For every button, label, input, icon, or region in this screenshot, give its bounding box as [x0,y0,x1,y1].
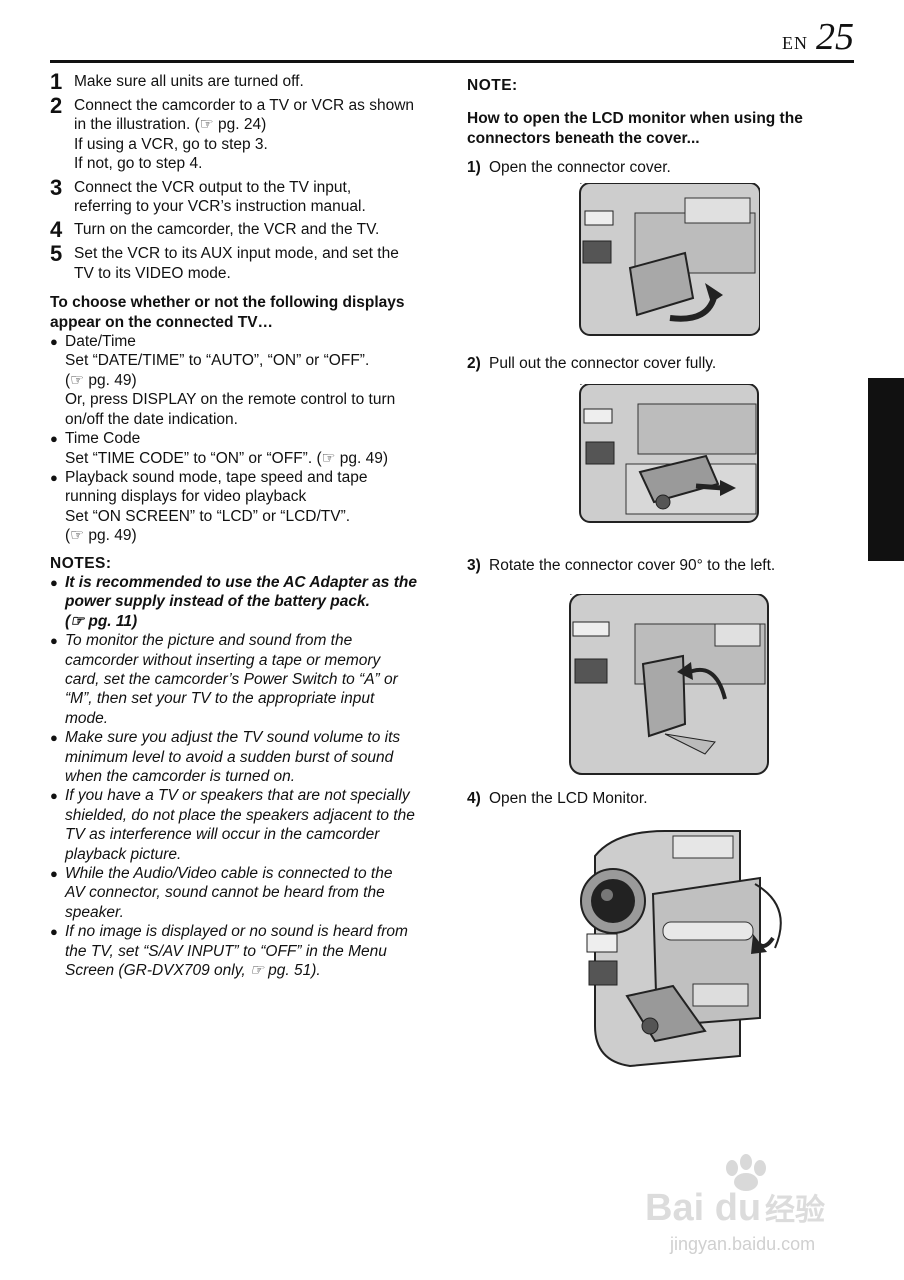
language-label: EN [782,33,808,53]
display-item: ● Date/Time Set “DATE/TIME” to “AUTO”, “… [50,333,396,428]
step-4: 4 Turn on the camcorder, the VCR and the… [50,217,440,243]
bullet-icon: ● [50,334,58,350]
note-heading: NOTE: [467,77,518,94]
step-5: 5 Set the VCR to its AUX input mode, and… [50,241,440,283]
watermark-url: jingyan.baidu.com [669,1234,815,1254]
baidu-watermark: Bai du 经验 jingyan.baidu.com [645,1154,825,1254]
step-line: Connect the VCR output to the TV input, [74,178,352,196]
bullet-icon: ● [50,924,58,940]
bullet-icon: ● [50,469,58,485]
bullet-icon: ● [50,730,58,746]
step-text: Make sure all units are turned off. [74,73,304,90]
step-number: 1 [50,69,63,94]
note-item: ● While the Audio/Video cable is connect… [50,865,393,921]
notes-heading: NOTES: [50,554,112,572]
step-line: Set the VCR to its AUX input mode, and s… [74,245,399,263]
step-line: TV to its VIDEO mode. [74,264,231,282]
display-item: ● Time Code Set “TIME CODE” to “ON” or “… [50,430,389,467]
step-number: 4 [50,217,63,243]
note-subheading: How to open the LCD monitor when using t… [467,110,803,147]
note-item: ● To monitor the picture and sound from … [50,632,398,727]
left-column: 1 Make sure all units are turned off. 2 … [50,69,440,980]
step-1: 1 Make sure all units are turned off. [50,69,440,94]
step-line: Connect the camcorder to a TV or VCR as … [74,97,415,114]
note-item: ● If you have a TV or speakers that are … [50,787,415,863]
page-header: EN 25 [782,18,854,56]
connector-cover-rotated-illustration [569,594,769,775]
bullet-icon: ● [50,431,58,447]
lcd-monitor-open-illustration [580,830,782,1068]
watermark-brand: Bai du [645,1187,761,1229]
step-line: in the illustration. (☞ pg. 24) [74,116,267,134]
step-text: Turn on the camcorder, the VCR and the T… [74,221,380,239]
note-step-4: 4) Open the LCD Monitor. [467,790,648,807]
page-number: 25 [816,16,854,58]
side-tab-marker [868,378,904,561]
bullet-icon: ● [50,574,58,590]
note-item: ● If no image is displayed or no sound i… [50,923,408,980]
note-step-1: 1) Open the connector cover. [467,159,671,177]
note-step-3: 3) Rotate the connector cover 90° to the… [467,557,776,574]
connector-cover-open-illustration [579,183,760,336]
display-section-heading: To choose whether or not the following d… [50,294,405,331]
bullet-icon: ● [50,633,58,649]
note-item: ● Make sure you adjust the TV sound volu… [50,729,401,785]
note-item: ● It is recommended to use the AC Adapte… [50,573,417,630]
step-number: 3 [50,174,63,200]
step-line: If not, go to step 4. [74,155,203,173]
display-item: ● Playback sound mode, tape speed and ta… [50,468,368,545]
step-number: 2 [50,93,63,118]
watermark-cn: 经验 [765,1193,825,1228]
step-3: 3 Connect the VCR output to the TV input… [50,174,440,217]
step-number: 5 [50,241,63,267]
bullet-icon: ● [50,788,58,804]
bullet-icon: ● [50,866,58,882]
note-step-2: 2) Pull out the connector cover fully. [467,355,717,372]
right-column: NOTE: How to open the LCD monitor when u… [467,76,857,178]
connector-cover-pulled-illustration [579,384,759,523]
step-line: referring to your VCR’s instruction manu… [74,198,366,216]
step-2: 2 Connect the camcorder to a TV or VCR a… [50,93,440,174]
step-line: If using a VCR, go to step 3. [74,135,268,153]
header-rule [50,60,854,63]
